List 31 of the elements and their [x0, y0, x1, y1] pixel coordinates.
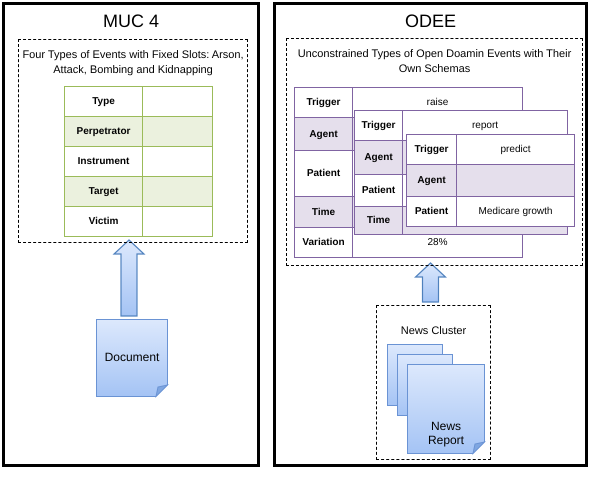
dashed-frame	[376, 305, 491, 460]
slot-name-cell: Perpetrator	[64, 116, 143, 147]
slot-name-cell: Trigger	[354, 110, 403, 141]
slot-name-cell: Patient	[354, 174, 403, 207]
document-label: Document	[104, 350, 160, 364]
slot-name-cell: Trigger	[294, 87, 353, 118]
slot-name-cell: Time	[294, 196, 353, 228]
slot-name-cell: Type	[64, 86, 143, 117]
frame-heading: Four Types of Events with Fixed Slots: Arson, Attack, Bombing and Kidnapping	[22, 48, 244, 78]
dashed-frame	[286, 38, 583, 266]
panel-frame	[2, 2, 260, 467]
frame-heading: Unconstrained Types of Open Doamin Events with Their Own Schemas	[296, 47, 572, 77]
slot-name-cell: Variation	[294, 227, 353, 258]
slot-value-cell: predict	[456, 134, 575, 165]
panel-title: ODEE	[404, 11, 456, 32]
slot-name-cell: Victim	[64, 206, 143, 237]
document-label: News Report	[426, 419, 466, 447]
block-arrow	[112, 239, 146, 317]
slot-name-cell: Agent	[294, 117, 353, 151]
slot-name-cell: Agent	[406, 164, 457, 197]
panel-frame	[273, 2, 588, 467]
slot-name-cell: Agent	[354, 140, 403, 175]
frame-heading: News Cluster	[400, 324, 468, 339]
panel-title: MUC 4	[102, 11, 159, 32]
slot-name-cell: Patient	[406, 196, 457, 227]
slot-name-cell: Time	[354, 206, 403, 235]
dashed-frame	[18, 39, 248, 243]
block-arrow	[414, 262, 448, 303]
slot-name-cell: Target	[64, 176, 143, 207]
slot-value-cell: Medicare growth	[456, 196, 575, 227]
slot-name-cell: Trigger	[406, 134, 457, 165]
